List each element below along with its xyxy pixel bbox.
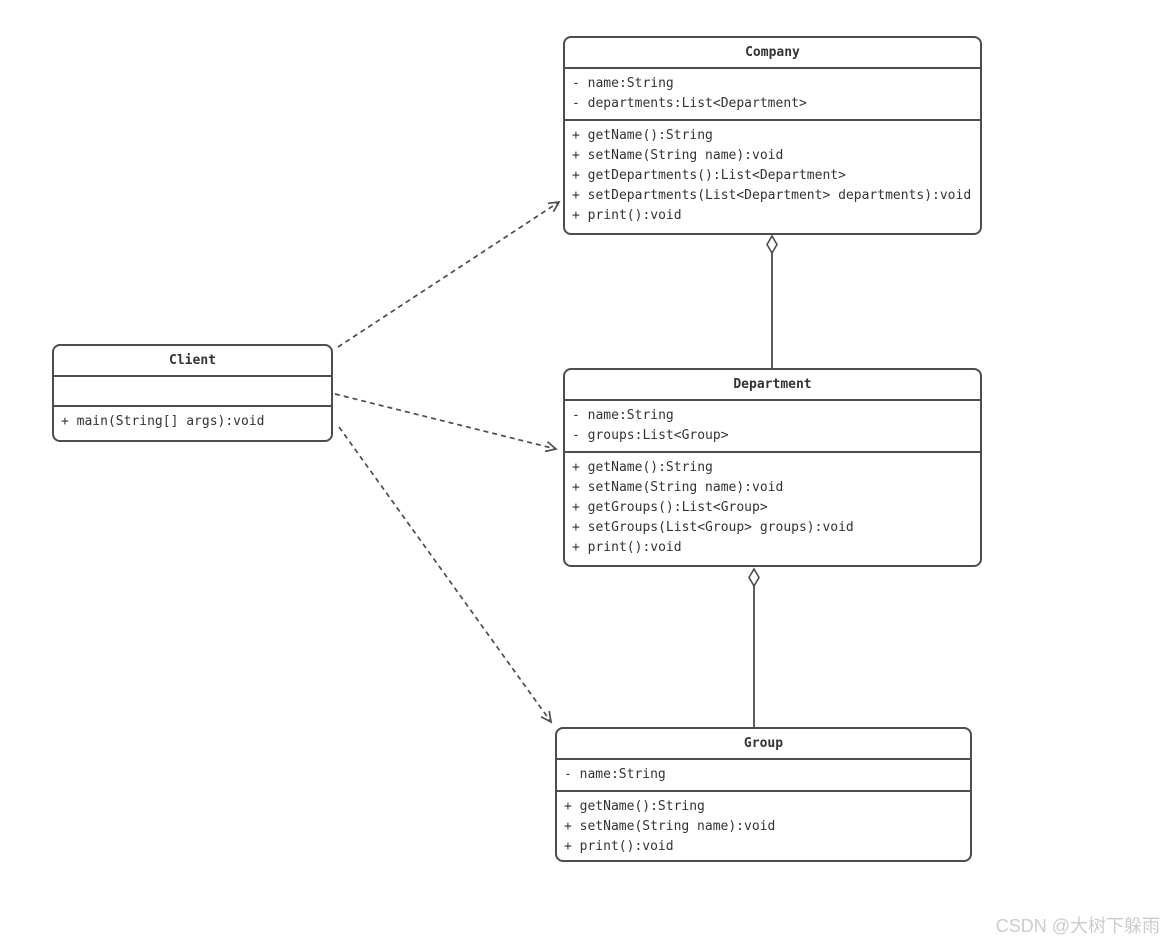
method-row: + setDepartments(List<Department> depart… bbox=[572, 188, 972, 203]
class-box-department: Department - name:String - groups:List<G… bbox=[563, 368, 982, 567]
method-row: + setName(String name):void bbox=[572, 148, 784, 163]
class-title-group: Group bbox=[557, 729, 970, 760]
method-row: + print():void bbox=[572, 208, 682, 223]
attribute-row: - name:String bbox=[572, 408, 674, 423]
attribute-row: - name:String bbox=[572, 76, 674, 91]
method-row: + setName(String name):void bbox=[572, 480, 784, 495]
dependency-arrow-client-department bbox=[334, 393, 558, 453]
attributes-section bbox=[54, 377, 331, 407]
class-title-department: Department bbox=[565, 370, 980, 401]
attribute-row: - name:String bbox=[564, 767, 666, 782]
class-title-company: Company bbox=[565, 38, 980, 69]
method-row: + setName(String name):void bbox=[564, 819, 776, 834]
class-box-company: Company - name:String - departments:List… bbox=[563, 36, 982, 235]
method-row: + getName():String bbox=[572, 460, 713, 475]
methods-section: + getName():String + setName(String name… bbox=[557, 792, 970, 862]
attribute-row: - groups:List<Group> bbox=[572, 428, 729, 443]
method-row: + getName():String bbox=[572, 128, 713, 143]
class-title-client: Client bbox=[54, 346, 331, 377]
attributes-section: - name:String - groups:List<Group> bbox=[565, 401, 980, 453]
methods-section: + getName():String + setName(String name… bbox=[565, 453, 980, 565]
methods-section: + getName():String + setName(String name… bbox=[565, 121, 980, 233]
method-row: + setGroups(List<Group> groups):void bbox=[572, 520, 854, 535]
dependency-arrow-client-group bbox=[338, 426, 553, 724]
method-row: + print():void bbox=[564, 839, 674, 854]
method-row: + print():void bbox=[572, 540, 682, 555]
methods-section: + main(String[] args):void bbox=[54, 407, 331, 440]
aggregation-diamond-department bbox=[748, 567, 760, 588]
method-row: + main(String[] args):void bbox=[61, 414, 265, 429]
method-row: + getGroups():List<Group> bbox=[572, 500, 768, 515]
watermark: CSDN @大树下躲雨 bbox=[995, 916, 1160, 936]
aggregation-diamond-company bbox=[766, 234, 778, 255]
method-row: + getDepartments():List<Department> bbox=[572, 168, 846, 183]
attribute-row: - departments:List<Department> bbox=[572, 96, 807, 111]
class-box-group: Group - name:String + getName():String +… bbox=[555, 727, 972, 862]
method-row: + getName():String bbox=[564, 799, 705, 814]
attributes-section: - name:String - departments:List<Departm… bbox=[565, 69, 980, 121]
dependency-arrow-client-company bbox=[337, 200, 561, 348]
class-box-client: Client + main(String[] args):void bbox=[52, 344, 333, 442]
attributes-section: - name:String bbox=[557, 760, 970, 792]
